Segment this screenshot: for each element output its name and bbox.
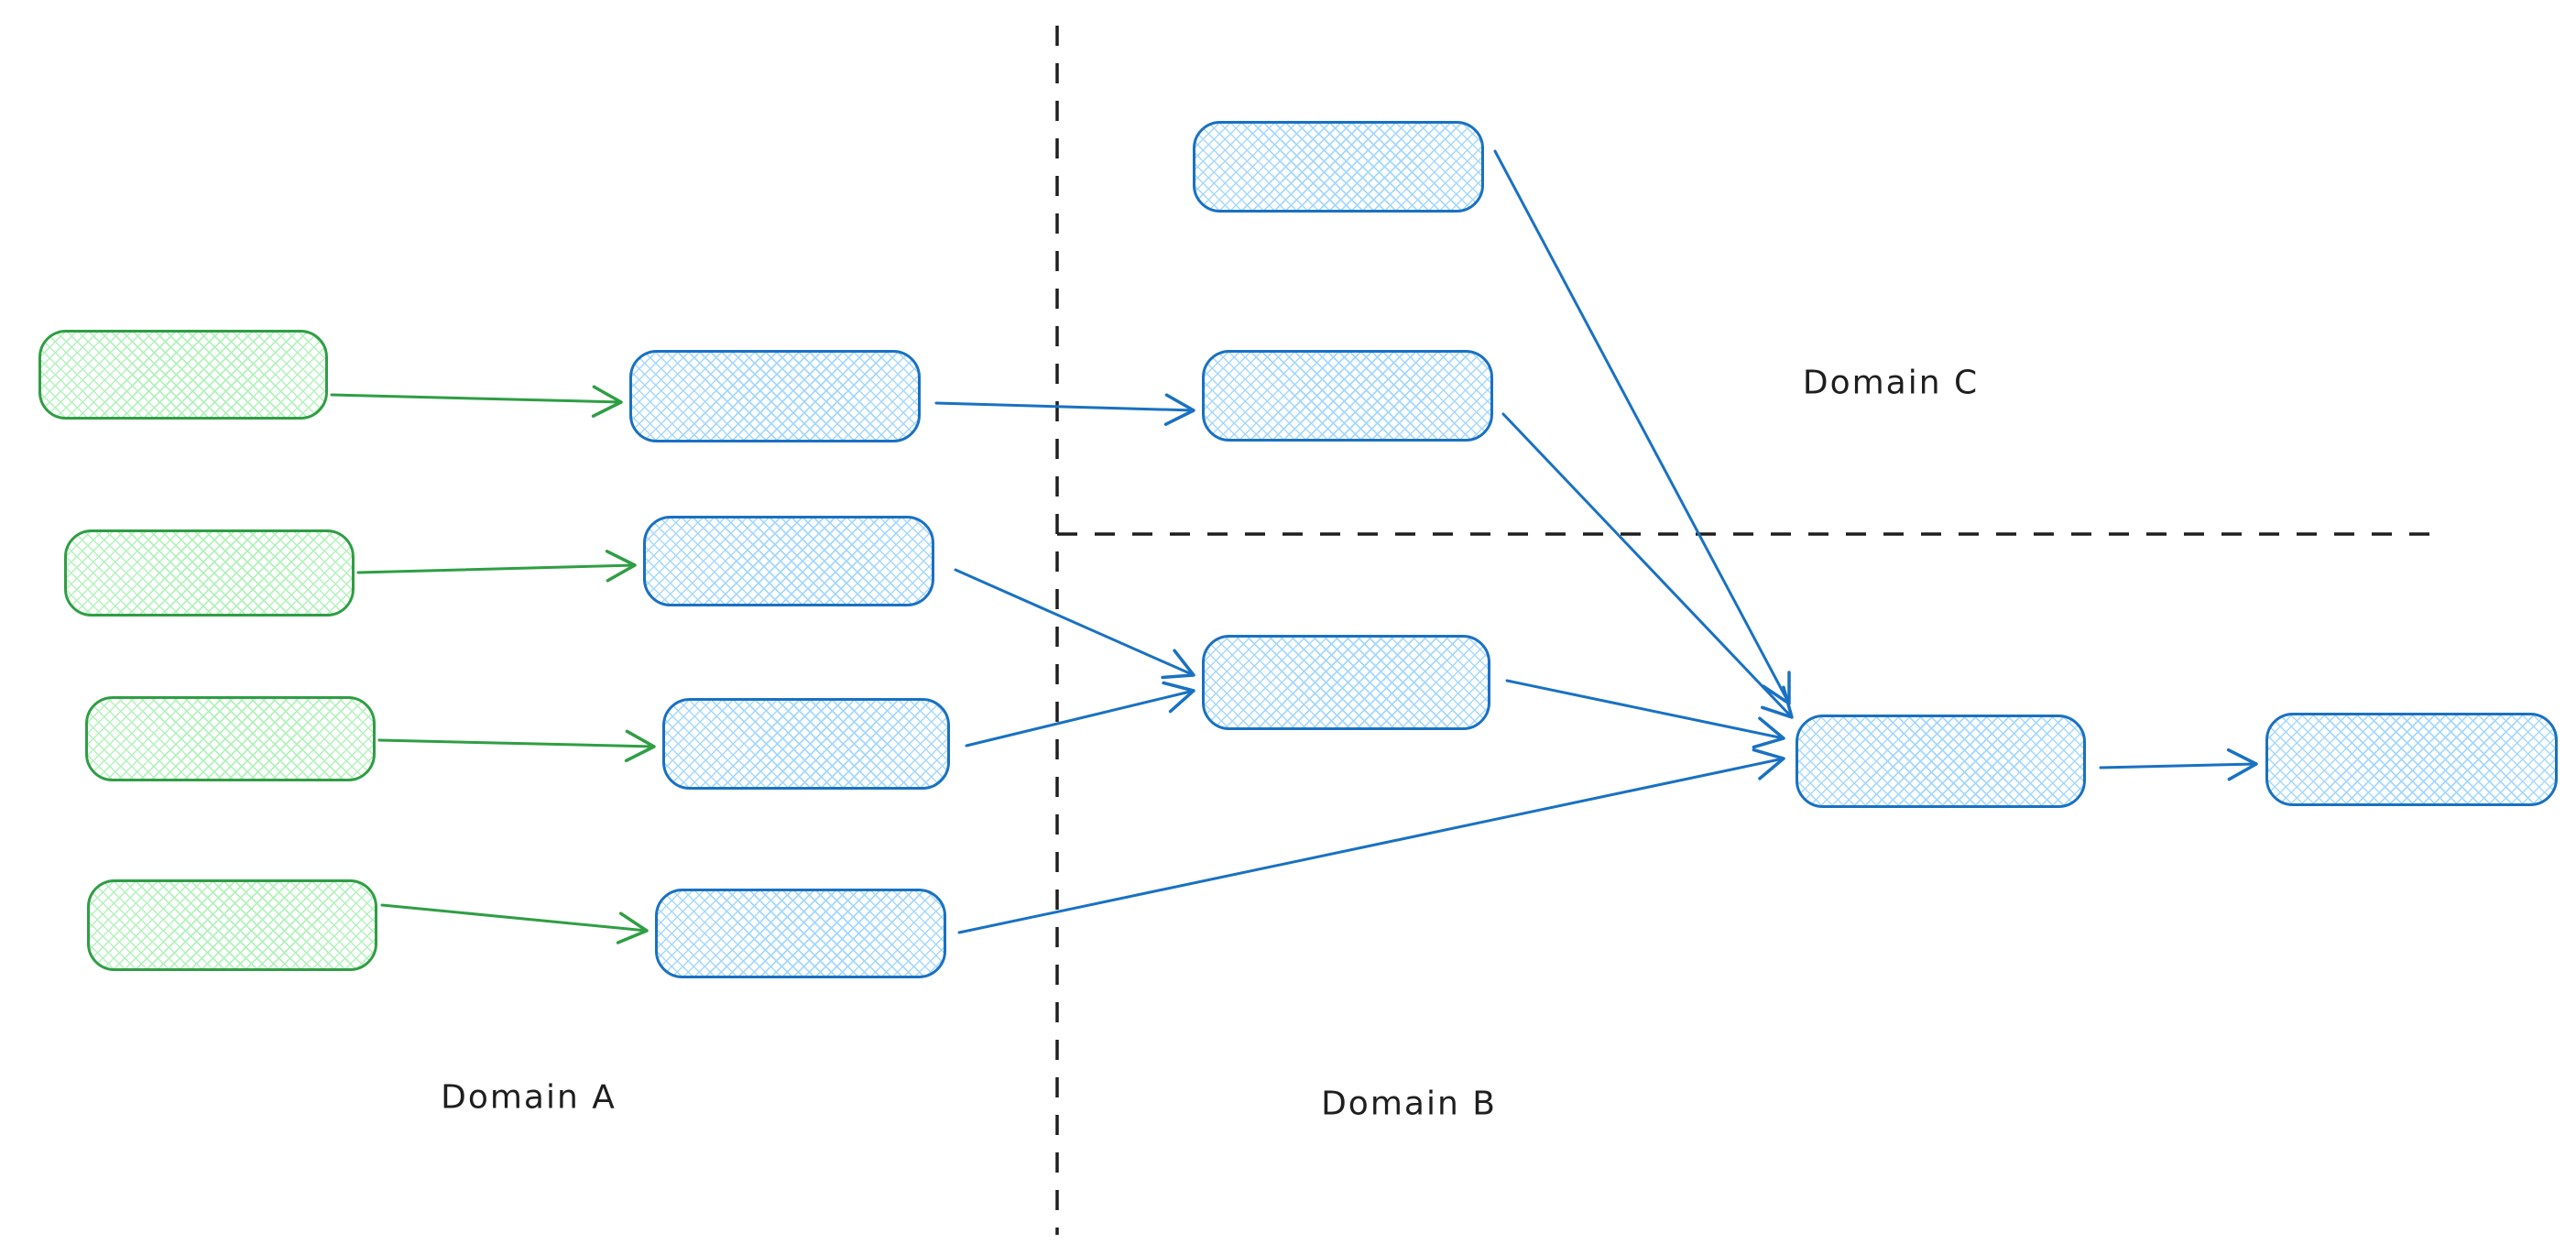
domain-b-merge-node [1796, 715, 2086, 808]
edges [330, 149, 2258, 944]
edge-domain-a-source-2-to-domain-a-process-2 [356, 550, 637, 583]
edge-domain-a-process-3-to-domain-b-node-1 [965, 681, 1195, 748]
domain-a-process-2 [643, 516, 934, 606]
edge-domain-a-source-4-to-domain-a-process-4 [380, 903, 649, 944]
edge-domain-a-process-1-to-domain-c-node-2 [934, 393, 1195, 426]
domain-a-label: Domain A [441, 1078, 617, 1117]
edge-domain-a-process-2-to-domain-b-node-1 [954, 568, 1195, 680]
edge-domain-b-node-1-to-domain-b-merge-node [1505, 679, 1785, 749]
edge-domain-c-node-1-to-domain-b-merge-node [1493, 149, 1791, 705]
edge-domain-a-process-4-to-domain-b-merge-node [957, 748, 1785, 934]
edge-domain-a-source-1-to-domain-a-process-1 [330, 385, 623, 418]
domain-a-source-3 [85, 696, 376, 781]
domain-a-process-1 [629, 350, 921, 442]
edge-domain-c-node-2-to-domain-b-merge-node [1501, 412, 1794, 719]
domain-c-node-1 [1193, 121, 1484, 213]
edge-domain-a-source-3-to-domain-a-process-3 [377, 729, 656, 763]
domain-a-process-4 [655, 889, 946, 978]
domain-b-node-1 [1202, 635, 1490, 730]
domain-a-source-4 [87, 879, 377, 971]
edge-domain-b-merge-node-to-domain-b-output-node [2099, 748, 2258, 781]
domain-b-output-node [2265, 713, 2558, 806]
domain-c-node-2 [1202, 350, 1493, 442]
domain-a-source-1 [38, 330, 328, 420]
domain-a-process-3 [662, 698, 950, 790]
domain-b-label: Domain B [1321, 1085, 1497, 1123]
domain-a-source-2 [64, 529, 355, 617]
domain-c-label: Domain C [1802, 364, 1980, 402]
